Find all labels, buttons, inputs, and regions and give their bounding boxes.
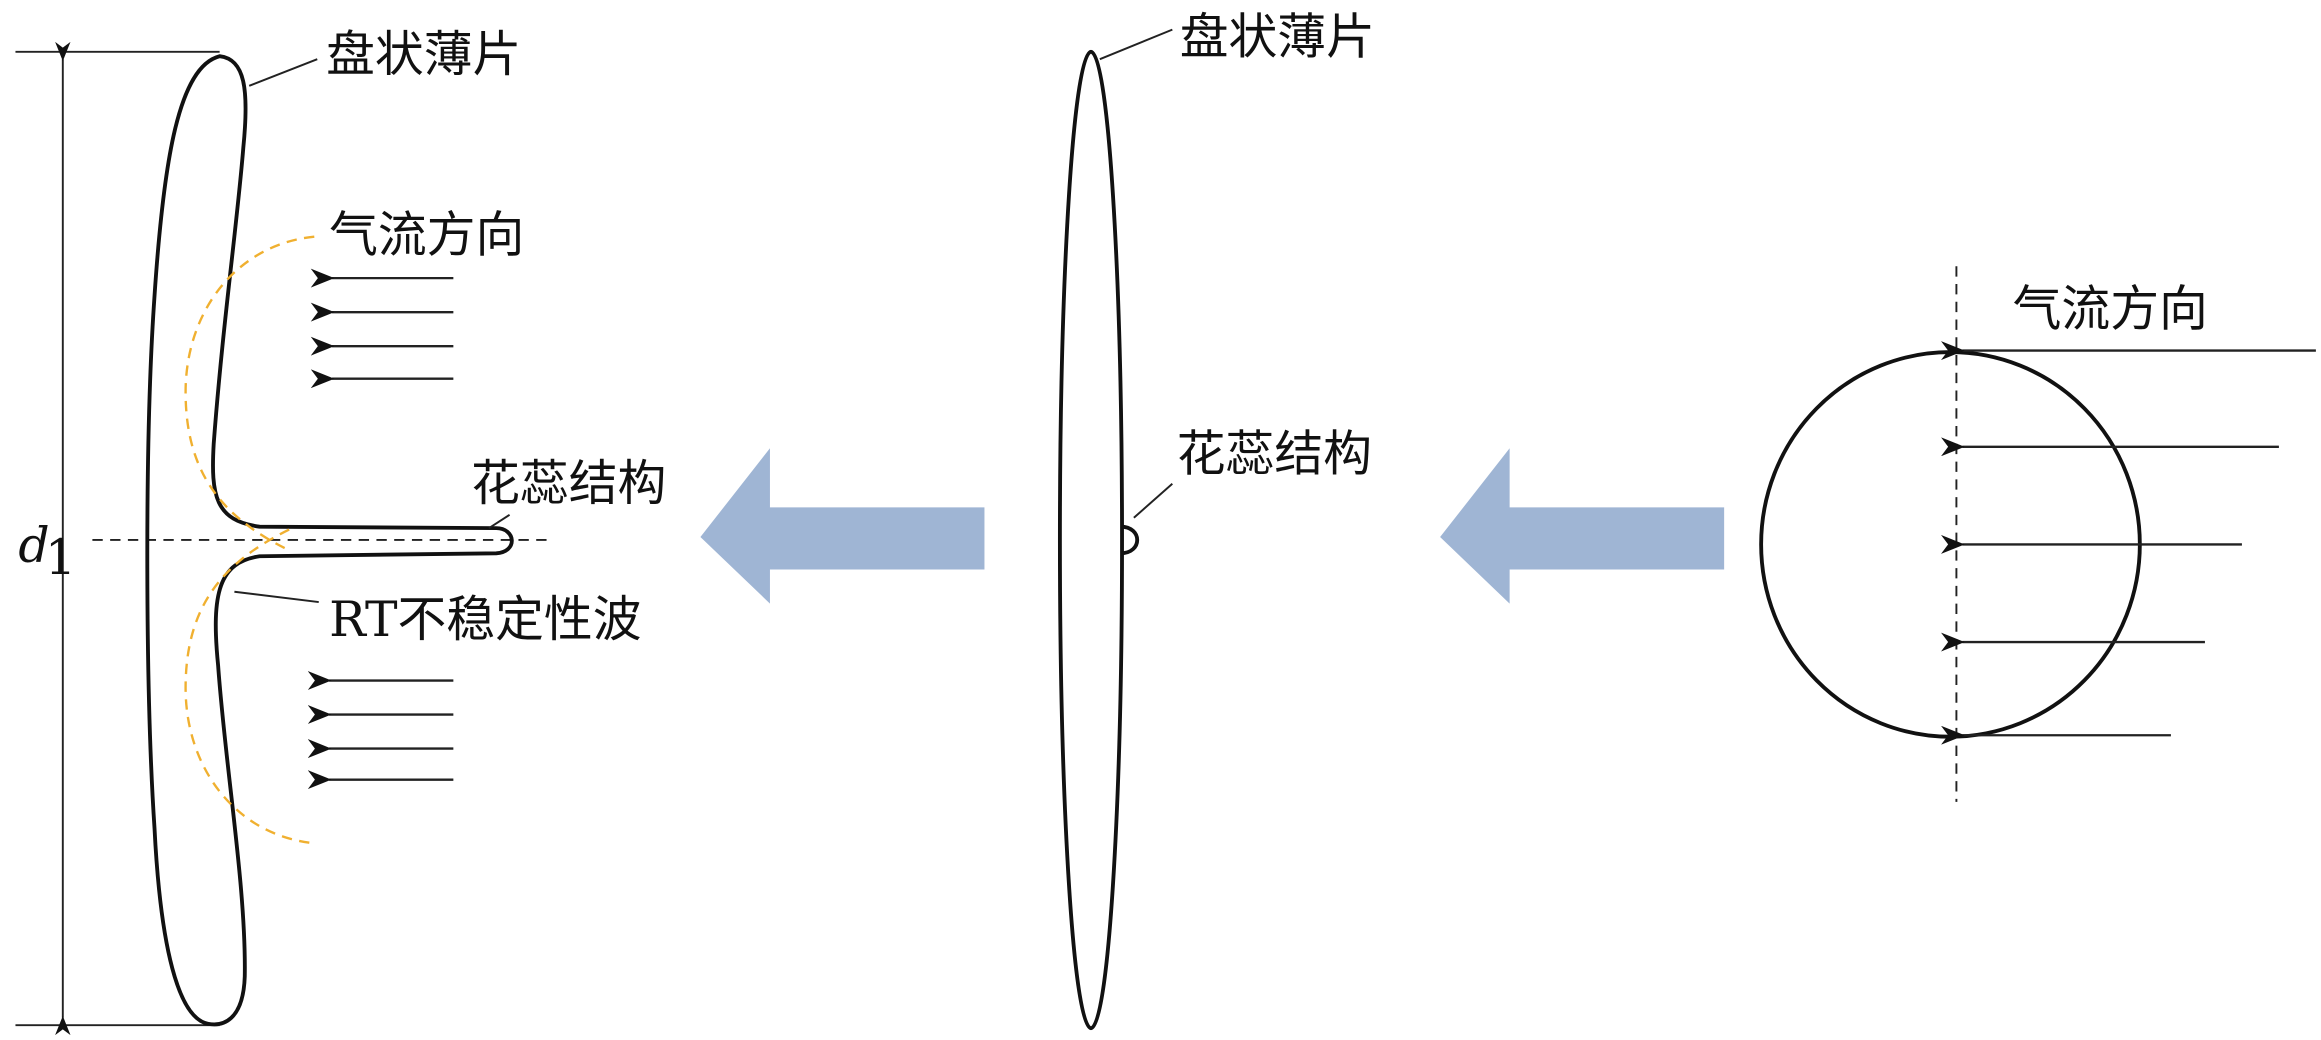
disk-label: 盘状薄片: [326, 26, 521, 83]
process-arrow-1: [700, 448, 985, 604]
disk-leader-line: [1099, 28, 1173, 61]
dimension-subscript: 1: [45, 529, 76, 586]
left-panel: d 1 盘状薄片 气流方向 花蕊结构 RT不稳定性波: [15, 26, 666, 1036]
stamen-bump: [1120, 524, 1139, 556]
deformed-disk-shape: [145, 54, 514, 1027]
disk-label: 盘状薄片: [1180, 8, 1375, 65]
dimension-label: d: [18, 517, 49, 574]
airflow-arrows-upper: [310, 268, 454, 389]
flat-disk-shape: [1057, 49, 1124, 1031]
disk-leader-line: [248, 58, 318, 87]
stamen-leader-line: [1133, 483, 1173, 519]
rt-wave-leader-line: [234, 590, 319, 604]
stamen-leader-line: [488, 514, 511, 529]
stamen-label: 花蕊结构: [1177, 425, 1372, 482]
rt-wave-label: RT不稳定性波: [329, 591, 641, 648]
stamen-label: 花蕊结构: [471, 455, 666, 512]
rt-wave-lower: [184, 528, 315, 845]
rt-wave-upper: [184, 235, 315, 552]
airflow-label: 气流方向: [2013, 280, 2208, 337]
right-panel: 气流方向: [1759, 266, 2316, 802]
airflow-arrows-lower: [307, 671, 454, 790]
airflow-label: 气流方向: [329, 206, 524, 263]
process-arrow-2: [1440, 448, 1725, 604]
middle-panel: 盘状薄片 花蕊结构: [1057, 8, 1375, 1031]
